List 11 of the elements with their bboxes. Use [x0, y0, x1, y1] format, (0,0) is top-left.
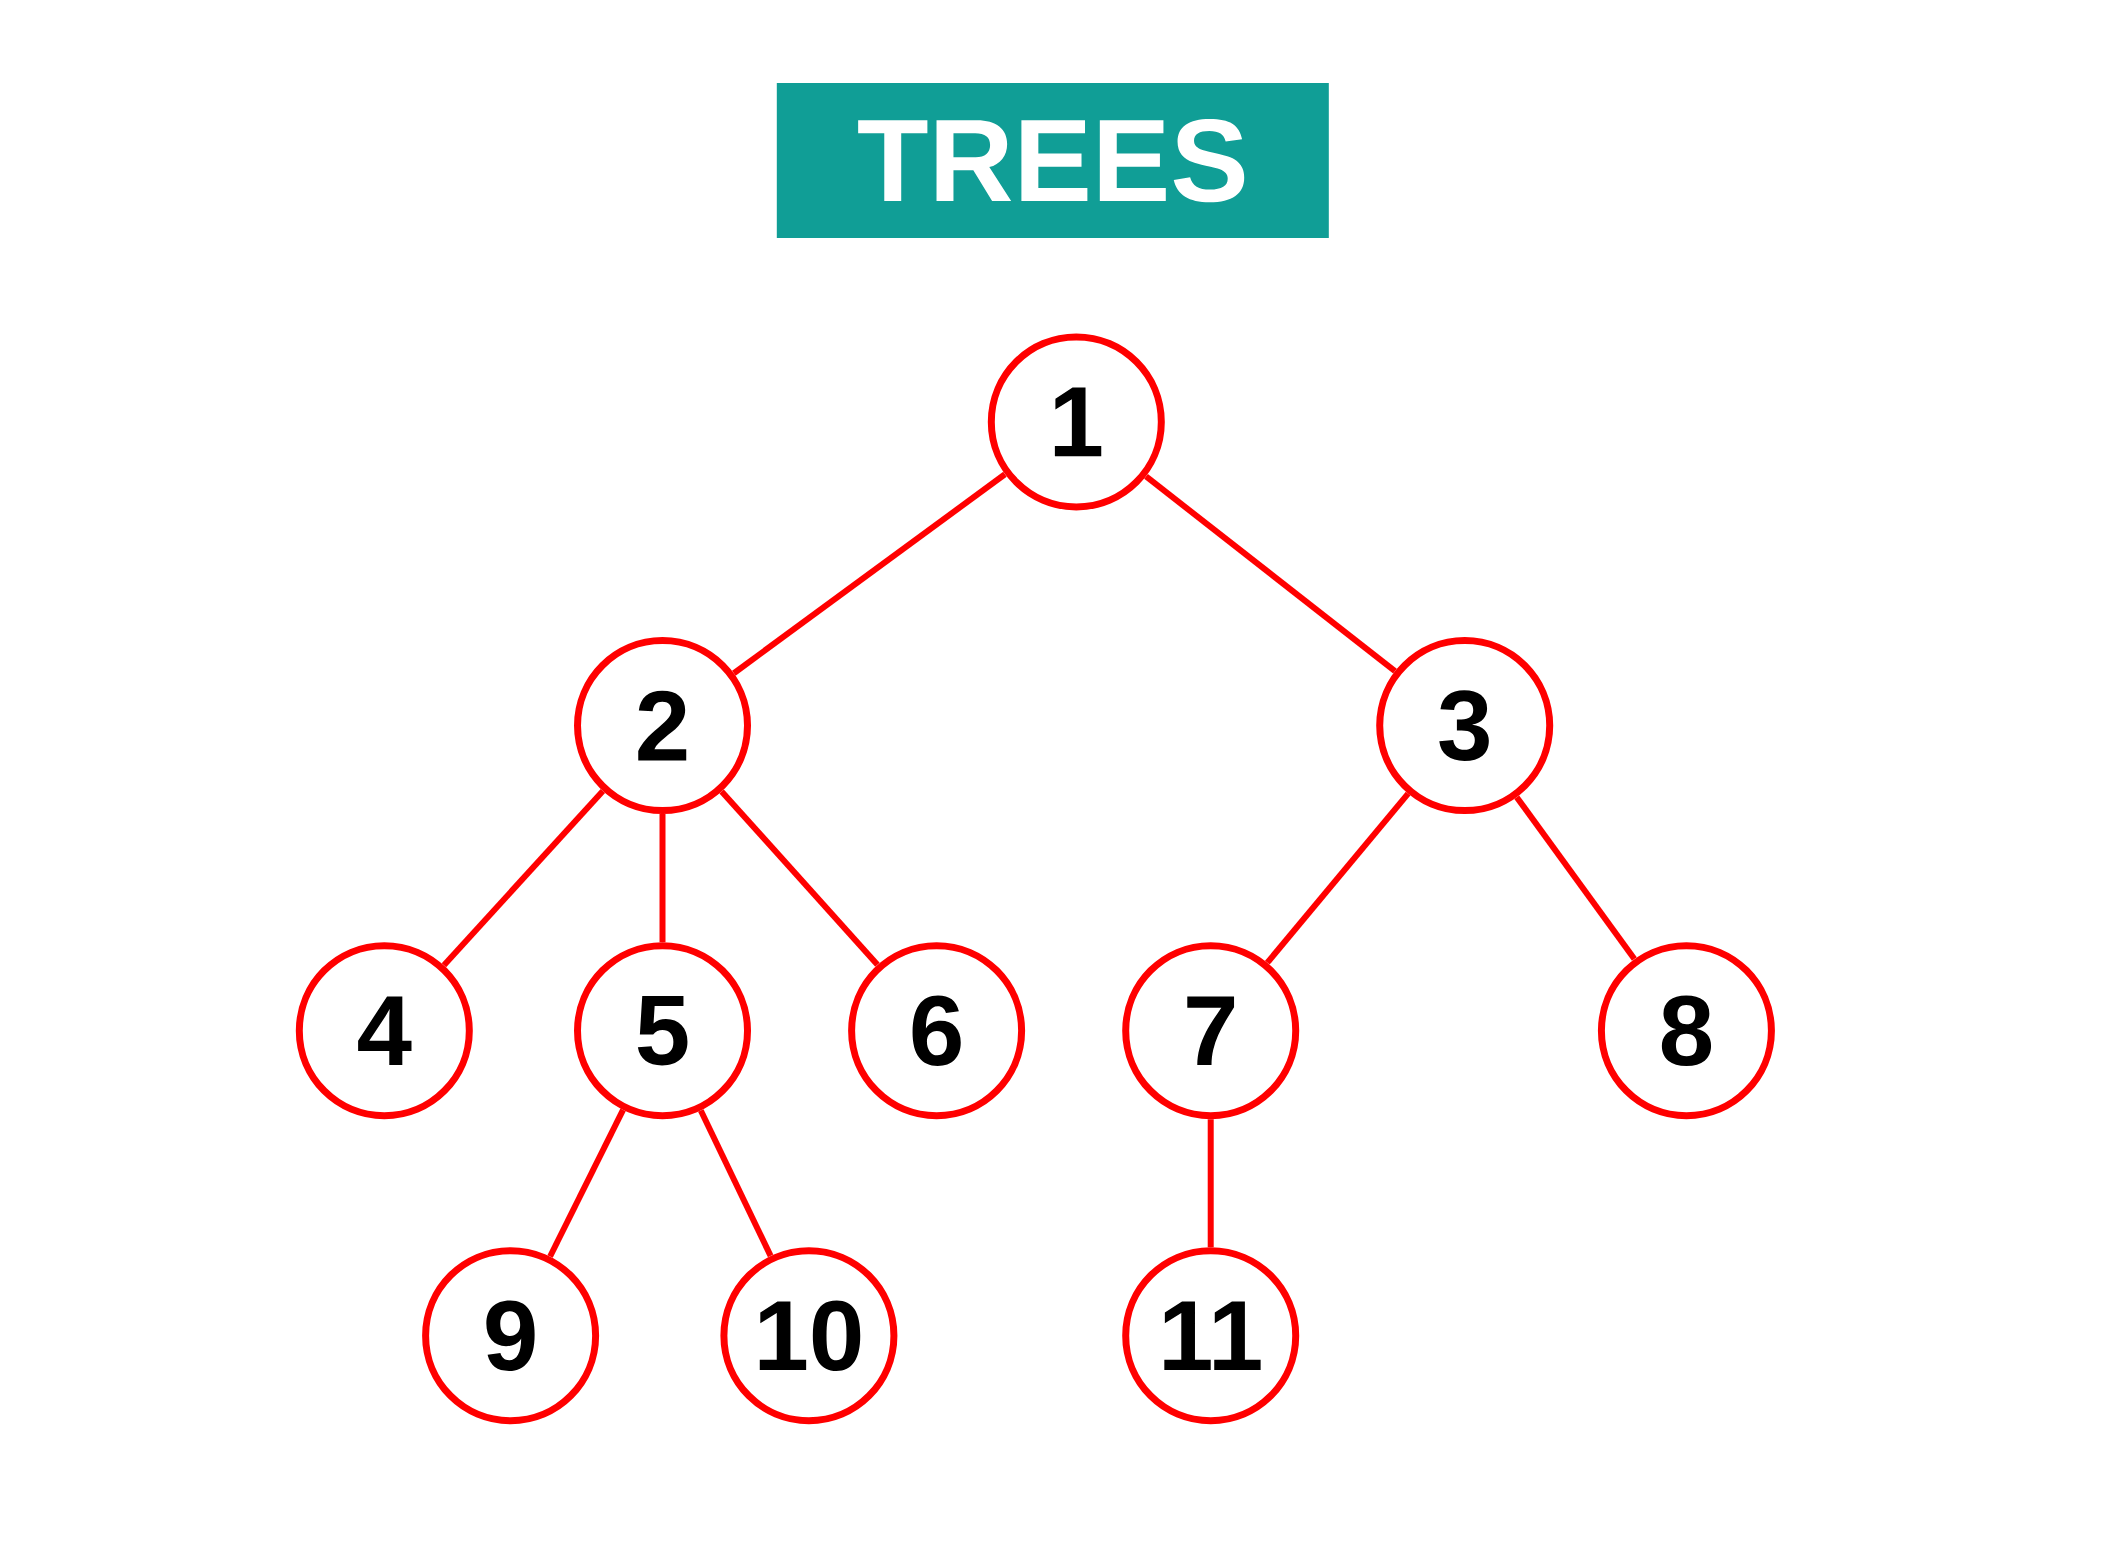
tree-edge	[1207, 1119, 1214, 1248]
tree-edge	[1265, 791, 1411, 965]
tree-edge	[547, 1108, 626, 1258]
tree-edge	[1144, 474, 1397, 674]
tree-edge	[441, 788, 606, 968]
tree-edge	[732, 471, 1007, 676]
tree-edge	[1514, 795, 1637, 961]
tree-edge	[698, 1109, 774, 1258]
tree-edge	[719, 789, 880, 967]
tree-edge	[659, 814, 666, 943]
title-banner: TREES	[776, 83, 1329, 239]
